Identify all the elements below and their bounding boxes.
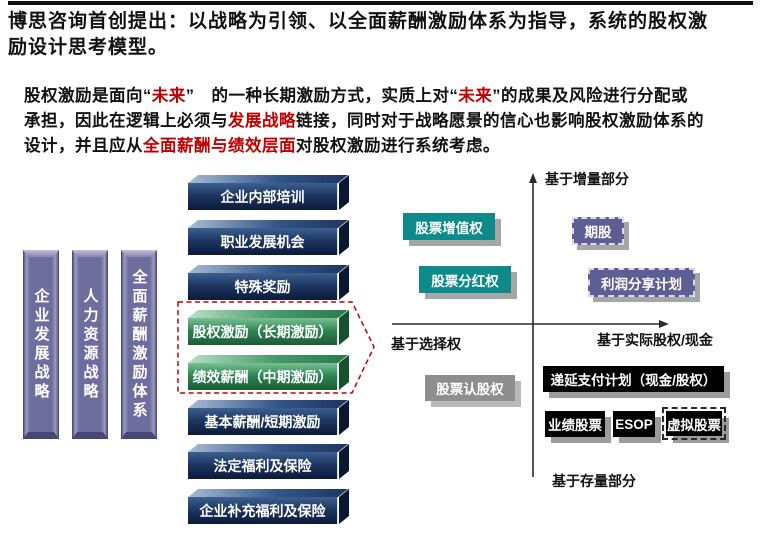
stack-box-label: 企业内部培训 [188, 183, 338, 210]
pillar-total-compensation-system: 全面薪酬激励体系 [121, 250, 157, 439]
box-top-face [188, 310, 348, 318]
quadrant-box-esop: ESOP [613, 411, 655, 437]
page-title-line-1: 博思咨询首创提出：以战略为引领、以全面薪酬激励体系为指导，系统的股权激 [8, 11, 709, 32]
box-side-face [339, 175, 349, 210]
quadrant-box-stock-dividend-right: 股票分红权 [419, 266, 511, 293]
stack-box-base-pay: 基本薪酬/短期激励 [188, 400, 349, 435]
box-top-face [188, 489, 348, 497]
stack-box-statutory-benefits: 法定福利及保险 [188, 444, 349, 479]
stack-box-label: 法定福利及保险 [188, 452, 338, 479]
stack-box-internal-training: 企业内部培训 [188, 175, 349, 210]
quadrant-box-stock-subscription-right: 股票认股权 [425, 375, 515, 401]
stack-box-label: 特殊奖励 [188, 273, 338, 300]
quadrant-box-option-shares: 期股 [572, 217, 624, 245]
stack-box-performance-pay: 绩效薪酬（中期激励） [188, 355, 349, 390]
stack-box-equity-incentive: 股权激励（长期激励） [188, 310, 349, 345]
quadrant-box-deferred-payment-plan: 递延支付计划（现金/股权） [543, 366, 724, 392]
box-top-face [188, 400, 348, 408]
axis-label-incremental: 基于增量部分 [545, 171, 629, 187]
right-arrowhead-icon [659, 320, 669, 328]
box-side-face [339, 444, 349, 479]
box-top-face [188, 265, 348, 273]
stack-box-supplementary-benefits: 企业补充福利及保险 [188, 489, 349, 524]
top-divider-bar [8, 1, 753, 5]
pillar-hr-strategy: 人力资源战略 [72, 250, 108, 439]
box-top-face [188, 220, 348, 228]
quadrant-box-performance-shares: 业绩股票 [545, 411, 605, 437]
stack-box-label: 股权激励（长期激励） [188, 318, 338, 345]
pillar-label: 人力资源战略 [81, 287, 99, 402]
box-side-face [339, 400, 349, 435]
box-side-face [339, 220, 349, 255]
box-top-face [188, 175, 348, 183]
stack-box-label: 基本薪酬/短期激励 [188, 408, 338, 435]
intro-paragraph: 股权激励是面向“未来” 的一种长期激励方式，实质上对“未来”的成果及风险进行分配… [24, 87, 704, 155]
quadrant-box-profit-sharing-plan: 利润分享计划 [588, 268, 695, 297]
pillar-label: 全面薪酬激励体系 [130, 268, 148, 421]
quadrant-box-phantom-stock: 虚拟股票 [662, 407, 726, 440]
axis-label-actual-equity-cash: 基于实际股权/现金 [597, 332, 713, 348]
stack-box-label: 绩效薪酬（中期激励） [188, 363, 338, 390]
pillar-label: 企业发展战略 [32, 287, 50, 402]
page-title: 博思咨询首创提出：以战略为引领、以全面薪酬激励体系为指导，系统的股权激 励设计思… [8, 9, 756, 61]
stack-box-special-reward: 特殊奖励 [188, 265, 349, 300]
box-top-face [188, 444, 348, 452]
box-side-face [339, 489, 349, 524]
up-arrowhead-icon [529, 173, 537, 183]
quadrant-box-stock-appreciation-right: 股票增值权 [403, 213, 495, 240]
box-top-face [188, 355, 348, 363]
pillar-enterprise-strategy: 企业发展战略 [23, 250, 59, 439]
axis-label-stock-based: 基于存量部分 [552, 473, 636, 489]
page-title-line-2: 励设计思考模型。 [8, 37, 169, 58]
stack-box-career-development: 职业发展机会 [188, 220, 349, 255]
axis-label-option-based: 基于选择权 [391, 336, 461, 352]
box-side-face [339, 265, 349, 300]
stack-box-label: 企业补充福利及保险 [188, 497, 338, 524]
stack-box-label: 职业发展机会 [188, 228, 338, 255]
